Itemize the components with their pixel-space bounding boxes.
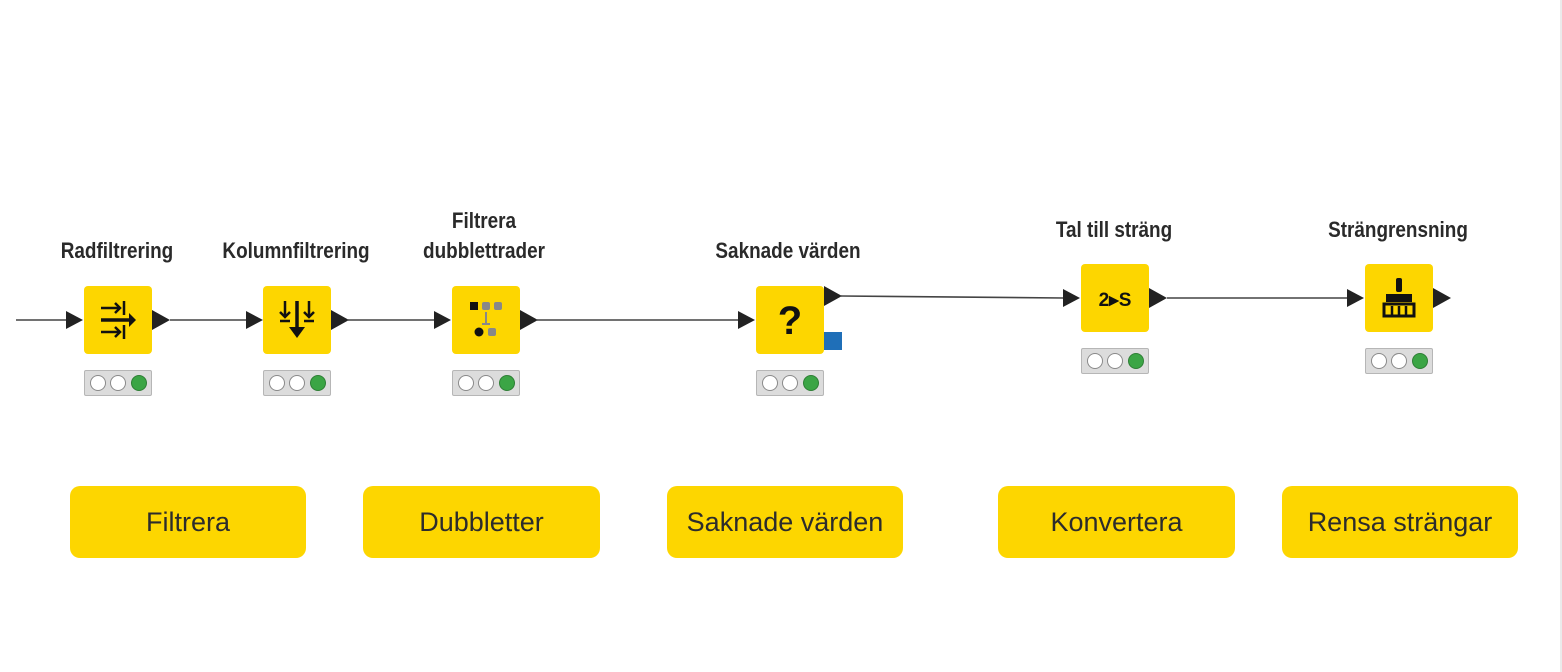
annotation-saknade-varden[interactable]: Saknade värden [667, 486, 903, 558]
node-label: Radfiltrering [60, 238, 174, 263]
status-light-yellow [110, 375, 126, 391]
annotation-filtrera[interactable]: Filtrera [70, 486, 306, 558]
node-missing-value-box[interactable]: ? [756, 286, 824, 354]
input-port[interactable] [66, 311, 83, 329]
output-port[interactable] [1149, 288, 1167, 308]
status-light-red [90, 375, 106, 391]
status-light-green [131, 375, 147, 391]
input-port[interactable] [246, 311, 263, 329]
output-port[interactable] [152, 310, 170, 330]
node-column-filter-box[interactable] [263, 286, 331, 354]
status-light-green [1412, 353, 1428, 369]
svg-text:2▸S: 2▸S [1099, 290, 1132, 311]
column-filter-icon [279, 301, 315, 338]
input-port[interactable] [1347, 289, 1364, 307]
status-light-yellow [289, 375, 305, 391]
annotation-konvertera[interactable]: Konvertera [998, 486, 1235, 558]
status-traffic-light [452, 370, 520, 396]
input-port[interactable] [434, 311, 451, 329]
broom-icon [1382, 278, 1416, 318]
status-light-green [499, 375, 515, 391]
status-light-red [762, 375, 778, 391]
variable-port[interactable] [824, 332, 842, 350]
canvas-border [1560, 0, 1562, 672]
output-port[interactable] [520, 310, 538, 330]
input-port[interactable] [1063, 289, 1080, 307]
status-traffic-light [1365, 348, 1433, 374]
node-label: Filtrera dubblettrader [423, 208, 545, 263]
node-number-to-string-box[interactable]: 2▸S [1081, 264, 1149, 332]
status-traffic-light [263, 370, 331, 396]
annotation-rensa-strangar[interactable]: Rensa strängar [1282, 486, 1518, 558]
status-light-red [458, 375, 474, 391]
node-string-cleaning-box[interactable] [1365, 264, 1433, 332]
node-label: Saknade värden [715, 238, 861, 263]
output-port[interactable] [824, 286, 842, 306]
connection-missing-num2str[interactable] [840, 295, 1064, 299]
row-filter-icon [101, 301, 136, 339]
node-label: Tal till sträng [1055, 217, 1173, 242]
status-light-green [803, 375, 819, 391]
output-port[interactable] [1433, 288, 1451, 308]
status-traffic-light [756, 370, 824, 396]
annotation-dubbletter[interactable]: Dubbletter [363, 486, 600, 558]
node-row-filter-box[interactable] [84, 286, 152, 354]
status-light-yellow [782, 375, 798, 391]
duplicate-filter-icon [470, 302, 502, 337]
status-light-green [310, 375, 326, 391]
output-port[interactable] [331, 310, 349, 330]
status-light-yellow [478, 375, 494, 391]
number-to-string-icon: 2▸S [1099, 290, 1132, 311]
status-light-red [269, 375, 285, 391]
input-port[interactable] [738, 311, 755, 329]
status-light-yellow [1107, 353, 1123, 369]
question-icon: ? [778, 299, 802, 343]
node-label: Strängrensning [1328, 217, 1468, 242]
status-light-green [1128, 353, 1144, 369]
status-traffic-light [1081, 348, 1149, 374]
node-duplicate-filter-box[interactable] [452, 286, 520, 354]
status-light-yellow [1391, 353, 1407, 369]
svg-text:?: ? [778, 299, 802, 343]
status-traffic-light [84, 370, 152, 396]
status-light-red [1371, 353, 1387, 369]
node-label: Kolumnfiltrering [222, 238, 370, 263]
status-light-red [1087, 353, 1103, 369]
